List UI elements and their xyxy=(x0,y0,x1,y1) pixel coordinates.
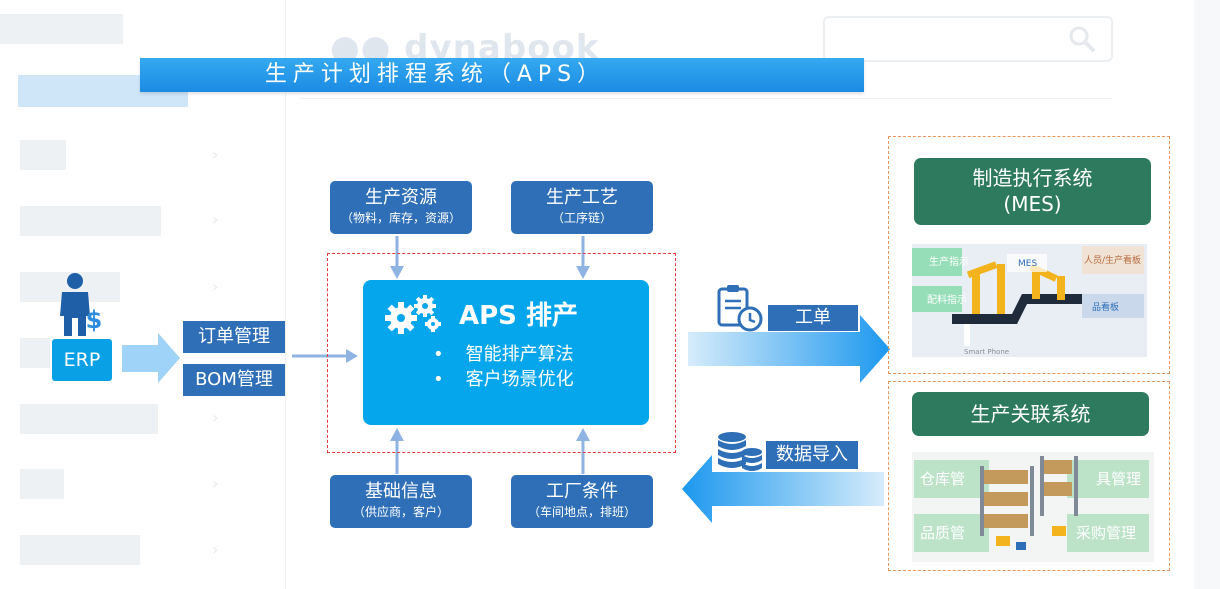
photo-label: 品质管 xyxy=(920,524,965,542)
aps-title: APS 排产 xyxy=(459,301,578,331)
data-import-arrow xyxy=(682,455,884,523)
photo-label: 配料指示 xyxy=(927,293,967,306)
box-title: 生产工艺 xyxy=(546,187,618,208)
order-management-box: 订单管理 xyxy=(183,321,285,353)
title-banner: 生产计划排程系统（APS） xyxy=(140,58,864,92)
box-subtitle: （车间地点，排班） xyxy=(527,505,636,519)
chevron-right-icon: › xyxy=(212,277,219,296)
businessman-icon: $ xyxy=(60,273,103,336)
mes-title-line2: (MES) xyxy=(1003,192,1062,216)
nav-bar xyxy=(20,535,140,565)
work-order-label: 工单 xyxy=(768,305,858,331)
chevron-right-icon: › xyxy=(212,540,219,559)
database-icon xyxy=(718,432,762,471)
erp-arrow xyxy=(122,333,180,383)
factory-line-illustration: 生产指示 MES 人员/生产看板 配料指示 品看板 Smart Phone xyxy=(912,244,1147,357)
factory-up-arrow xyxy=(576,428,590,474)
photo-label: 人员/生产看板 xyxy=(1084,254,1141,266)
mes-title-box: 制造执行系统 (MES) xyxy=(914,158,1151,225)
photo-label: 生产指示 xyxy=(929,255,969,268)
list-item: •智能排产算法 xyxy=(433,344,574,365)
nav-bar xyxy=(0,14,123,44)
chevron-right-icon: › xyxy=(212,474,219,493)
box-subtitle: （供应商，客户） xyxy=(352,505,449,519)
basic-info-up-arrow xyxy=(390,428,404,474)
production-resource-box: 生产资源 （物料，库存，资源） xyxy=(330,181,472,234)
basic-info-box: 基础信息 （供应商，客户） xyxy=(330,475,472,528)
erp-box: ERP xyxy=(52,339,112,381)
box-title: 基础信息 xyxy=(365,481,437,502)
chevron-right-icon: › xyxy=(212,408,219,427)
nav-bar xyxy=(20,404,158,434)
resource-down-arrow xyxy=(390,236,404,279)
list-item: •客户场景优化 xyxy=(433,369,574,390)
nav-bar xyxy=(20,140,66,170)
mes-title-line1: 制造执行系统 xyxy=(972,166,1093,190)
photo-label: MES xyxy=(1018,259,1037,269)
photo-label: Smart Phone xyxy=(964,348,1009,356)
mes-illustration: 生产指示 MES 人员/生产看板 配料指示 品看板 Smart Phone xyxy=(912,244,1147,357)
gears-icon xyxy=(385,295,441,334)
photo-label: 采购管理 xyxy=(1076,524,1136,542)
photo-label: 仓库管 xyxy=(920,470,965,488)
nav-bar xyxy=(20,469,64,499)
related-systems-title-box: 生产关联系统 xyxy=(912,392,1149,436)
box-title: 生产资源 xyxy=(365,187,437,208)
box-subtitle: （物料，库存，资源） xyxy=(340,211,461,225)
related-systems-panel xyxy=(888,381,1170,571)
diagram-title: 生产计划排程系统（APS） xyxy=(264,62,606,87)
nav-bar xyxy=(20,338,50,368)
warehouse-scene: 仓库管 具管理 品质管 采购管理 xyxy=(912,452,1154,562)
search-icon[interactable] xyxy=(1067,24,1097,54)
photo-label: 品看板 xyxy=(1092,301,1119,313)
box-subtitle: （工序链） xyxy=(551,211,612,225)
bullet-text: 客户场景优化 xyxy=(465,369,574,390)
work-order-arrow xyxy=(688,315,890,383)
factory-conditions-box: 工厂条件 （车间地点，排班） xyxy=(511,475,653,528)
page-edge xyxy=(1194,0,1220,589)
box-title: 工厂条件 xyxy=(546,481,618,502)
mes-panel xyxy=(888,136,1170,374)
photo-label: 具管理 xyxy=(1096,470,1141,488)
chevron-right-icon: › xyxy=(212,145,219,164)
nav-bar xyxy=(20,206,161,236)
orders-to-aps-arrow xyxy=(292,349,358,363)
svg-text:$: $ xyxy=(86,306,103,334)
aps-bullets: •智能排产算法 •客户场景优化 xyxy=(433,342,574,392)
process-down-arrow xyxy=(576,236,590,279)
divider xyxy=(300,98,1112,99)
chevron-right-icon: › xyxy=(212,210,219,229)
search-input[interactable] xyxy=(823,16,1113,62)
aps-core-box: APS 排产 •智能排产算法 •客户场景优化 xyxy=(363,280,649,425)
clipboard-clock-icon xyxy=(717,285,763,332)
warehouse-illustration: 仓库管 具管理 品质管 采购管理 xyxy=(912,452,1154,562)
production-process-box: 生产工艺 （工序链） xyxy=(511,181,653,234)
aps-boundary xyxy=(327,253,676,453)
bom-management-box: BOM管理 xyxy=(183,364,285,396)
bullet-text: 智能排产算法 xyxy=(465,344,574,365)
data-import-label: 数据导入 xyxy=(766,441,858,469)
